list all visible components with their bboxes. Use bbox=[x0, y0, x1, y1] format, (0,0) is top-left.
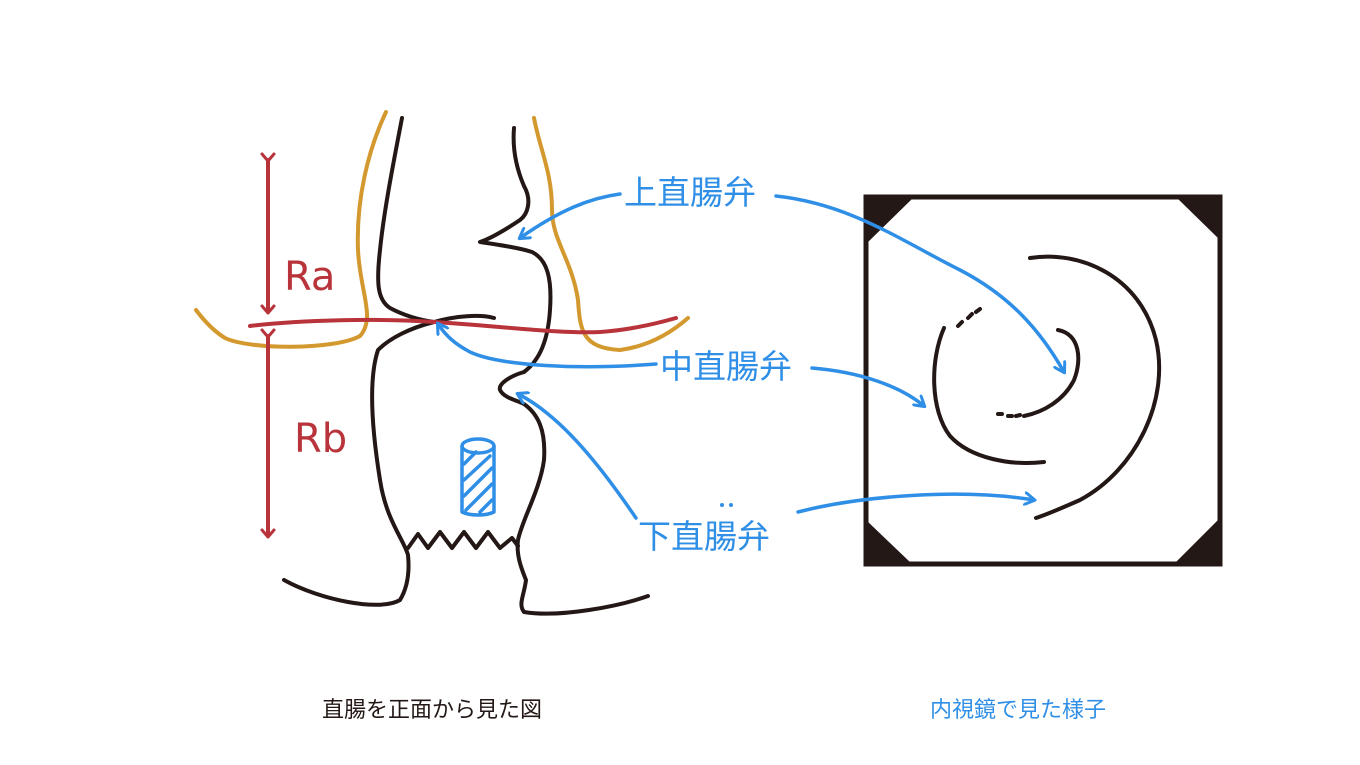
ra-label: Ra bbox=[284, 254, 335, 300]
upper-valve-arrow-left bbox=[520, 192, 622, 238]
cylinder-icon bbox=[460, 437, 496, 517]
endoscope-view-caption: 内視鏡で見た様子 bbox=[930, 698, 1106, 723]
middle-valve-arrow-left bbox=[438, 324, 658, 369]
upper-valve-label: 上直腸弁 bbox=[624, 173, 756, 212]
peritoneum-line bbox=[194, 110, 690, 352]
corner-bottom-left bbox=[866, 520, 912, 564]
lower-valve-label: 下直腸弁 bbox=[638, 517, 770, 556]
lower-valve-arrow-left bbox=[518, 394, 638, 520]
rectum-outline bbox=[282, 116, 650, 616]
reflection-line bbox=[248, 316, 678, 335]
decorative-dots bbox=[720, 503, 733, 507]
middle-valve-label: 中直腸弁 bbox=[660, 347, 792, 386]
corner-top-right bbox=[1176, 197, 1220, 240]
corner-bottom-right bbox=[1174, 518, 1220, 564]
valve-arrows bbox=[438, 192, 1064, 520]
corner-top-left bbox=[866, 197, 914, 244]
endoscope-frame bbox=[863, 194, 1223, 567]
upper-valve-arrow-right bbox=[774, 194, 1064, 372]
dentate-line bbox=[406, 530, 520, 550]
middle-valve-arrow-right bbox=[810, 366, 924, 406]
rectum-front-view: Ra Rb bbox=[194, 110, 690, 616]
endoscope-view bbox=[863, 194, 1223, 567]
front-view-caption: 直腸を正面から見た図 bbox=[322, 698, 542, 723]
rb-label: Rb bbox=[294, 416, 347, 462]
endoscope-folds bbox=[932, 254, 1162, 520]
lower-valve-arrow-right bbox=[796, 494, 1034, 514]
